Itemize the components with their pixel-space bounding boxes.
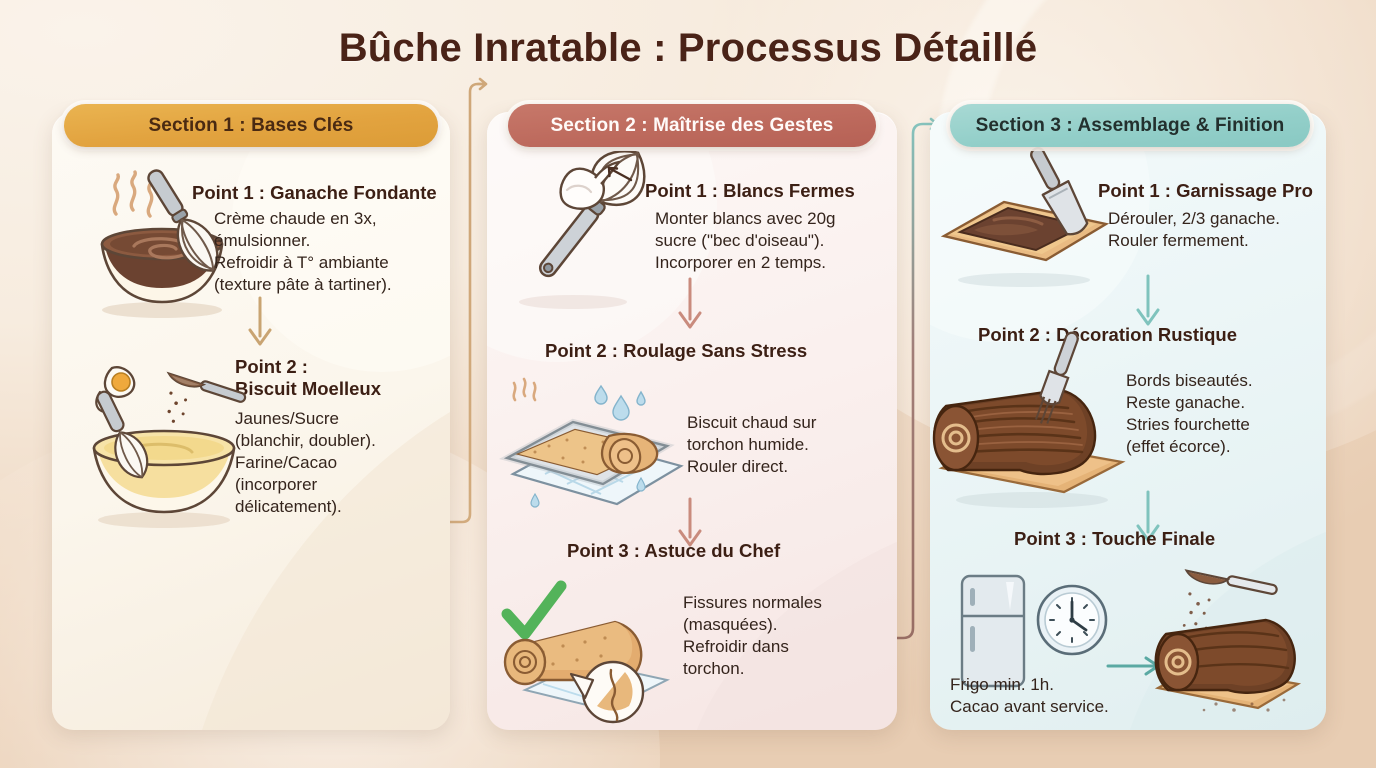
section-3-point-3-title: Point 3 : Touche Finale (1014, 528, 1216, 549)
body-line: Fissures normales (683, 593, 822, 612)
title-line: Point 2 : (235, 356, 308, 377)
section-3-point-2-body: Bords biseautés. Reste ganache. Stries f… (1126, 370, 1326, 458)
eggs-sieve-batter-icon (92, 366, 247, 528)
section-2-point-3-body: Fissures normales (masquées). Refroidir … (683, 592, 887, 680)
body-line: Reste ganache. (1126, 393, 1246, 413)
body-line: délicatement). (235, 497, 342, 517)
body-line: Rouler direct. (687, 457, 789, 477)
card1-texture (202, 112, 450, 730)
fridge-clock-cocoa-dust-icon (960, 569, 1302, 712)
body-line: (blanchir, doubler). (235, 431, 376, 451)
section-2-internal-arrow-2-icon (678, 497, 702, 547)
section-3-point-1-title: Point 1 : Garnissage Pro (1098, 180, 1313, 201)
section-3-point-3-body: Frigo min. 1h. Cacao avant service. (950, 674, 1150, 718)
body-line: torchon humide. (687, 435, 809, 455)
log-fork-bark-icon (932, 331, 1126, 508)
section-3-internal-arrow-1-icon (1136, 274, 1160, 326)
section-card-3: Point 1 : Garnissage Pro Dérouler, 2/3 g… (930, 112, 1326, 730)
rolled-sponge-crack-check-icon (501, 580, 670, 724)
section-3-point-2-title: Point 2 : Décoration Rustique (978, 324, 1238, 345)
body-line: Bords biseautés. (1126, 371, 1253, 390)
section-card-2: Point 1 : Blancs Fermes Monter blancs av… (487, 112, 897, 730)
page-title: Bûche Inratable : Processus Détaillé (338, 26, 1038, 70)
body-line: (incorporer (235, 475, 318, 495)
section-3-header-pill[interactable]: Section 3 : Assemblage & Finition (950, 104, 1310, 147)
section-1-header-pill[interactable]: Section 1 : Bases Clés (64, 104, 438, 147)
bowl-whisk-ganache-icon (100, 169, 224, 318)
body-line: Cacao avant service. (950, 697, 1109, 717)
body-line: Rouler fermement. (1108, 231, 1249, 251)
body-line: torchon. (683, 659, 745, 679)
whisk-meringue-peak-icon (519, 150, 646, 309)
body-line: (masquées). (683, 615, 778, 635)
section-1-point-2-title: Point 2 : Biscuit Moelleux (235, 356, 447, 400)
section-2-header-label: Section 2 : Maîtrise des Gestes (550, 114, 834, 136)
section-2-point-1-body: Monter blancs avec 20g sucre ("bec d'ois… (655, 208, 895, 274)
hot-sponge-damp-towel-icon (499, 377, 684, 508)
section-2-point-2-title: Point 2 : Roulage Sans Stress (545, 340, 808, 361)
body-line: Farine/Cacao (235, 453, 338, 473)
section-2-point-2-body: Biscuit chaud sur torchon humide. Rouler… (687, 412, 887, 478)
body-line: (effet écorce). (1126, 437, 1231, 457)
body-line: Refroidir à T° ambiante (214, 253, 389, 273)
body-line: Crème chaude en 3x, (214, 209, 377, 228)
section-1-point-1-body: Crème chaude en 3x, émulsionner. Refroid… (214, 208, 450, 296)
section-2-internal-arrow-1-icon (678, 277, 702, 329)
body-line: Monter blancs avec 20g (655, 209, 836, 228)
section-2-point-1-title: Point 1 : Blancs Fermes (645, 180, 855, 201)
body-line: Jaunes/Sucre (235, 409, 339, 428)
section-3-point-1-body: Dérouler, 2/3 ganache. Rouler fermement. (1108, 208, 1326, 252)
section-1-point-1-title: Point 1 : Ganache Fondante (192, 182, 437, 203)
section-card-1: Point 1 : Ganache Fondante Crème chaude … (52, 112, 450, 730)
card2-texture (487, 112, 897, 730)
section-3-internal-arrow-2-icon (1136, 490, 1160, 542)
body-line: Biscuit chaud sur (687, 413, 817, 432)
body-line: Stries fourchette (1126, 415, 1250, 435)
section-1-header-label: Section 1 : Bases Clés (148, 114, 354, 136)
body-line: Incorporer en 2 temps. (655, 253, 827, 273)
section-2-point-3-title: Point 3 : Astuce du Chef (567, 540, 781, 561)
section-3-header-label: Section 3 : Assemblage & Finition (975, 114, 1285, 136)
body-line: sucre ("bec d'oiseau"). (655, 231, 825, 251)
section-2-header-pill[interactable]: Section 2 : Maîtrise des Gestes (508, 104, 876, 147)
body-line: (texture pâte à tartiner). (214, 275, 392, 295)
spatula-ganache-spread-icon (940, 147, 1110, 287)
body-line: émulsionner. (214, 231, 311, 251)
body-line: Dérouler, 2/3 ganache. (1108, 209, 1281, 228)
body-line: Refroidir dans (683, 637, 789, 657)
title-line: Biscuit Moelleux (235, 377, 381, 399)
body-line: Frigo min. 1h. (950, 675, 1054, 694)
section-1-point-2-body: Jaunes/Sucre (blanchir, doubler). Farine… (235, 408, 447, 518)
section-1-internal-arrow-icon (248, 296, 272, 346)
